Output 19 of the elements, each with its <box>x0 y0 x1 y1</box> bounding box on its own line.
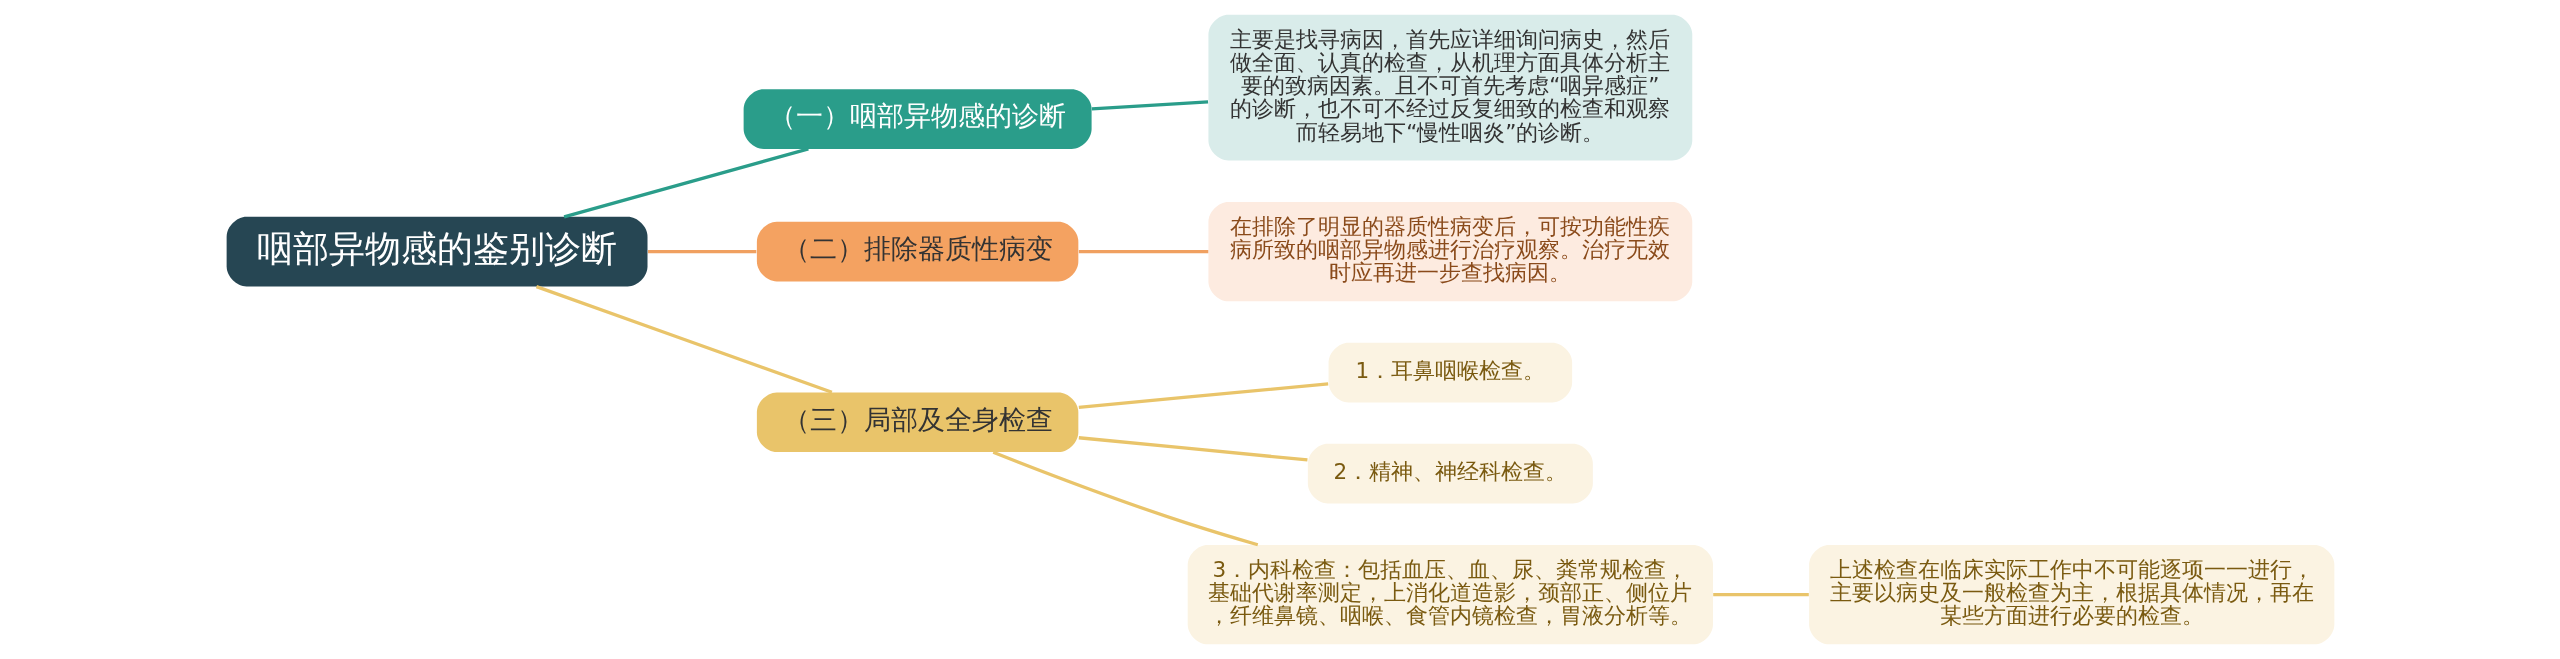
connector <box>647 249 756 254</box>
node-box: （二）排除器质性病变 <box>756 221 1078 282</box>
connector <box>1712 592 1809 597</box>
node-box: （三）局部及全身检查 <box>756 392 1078 453</box>
connector <box>992 450 1258 547</box>
connector <box>563 147 809 219</box>
node-box: 主要是找寻病因，首先应详细询问病史，然后做全面、认真的检查，从机理方面具体分析主要的致病因素。且不可首先考虑“咽异感症”的诊断，也不可不经过反复细致的检查和观察而轻易地下“慢性咽炎”的诊断。 <box>1207 14 1692 161</box>
node-box: 咽部异物感的鉴别诊断 <box>226 216 647 287</box>
node-box: 在排除了明显的器质性病变后，可按功能性疾病所致的咽部异物感进行治疗观察。治疗无效时应再进一步查找病因。 <box>1207 201 1692 302</box>
node-box: 3．内科检查：包括血压、血、尿、粪常规检查，基础代谢率测定，上消化道造影，颈部正、侧位片，纤维鼻镜、咽喉、食管内镜检查，胃液分析等。 <box>1187 544 1713 645</box>
connector <box>1078 249 1208 254</box>
node-box: 1．耳鼻咽喉检查。 <box>1328 342 1572 403</box>
connector <box>535 285 832 394</box>
connector <box>1078 436 1308 462</box>
node-box: （一）咽部异物感的诊断 <box>743 89 1092 149</box>
node-box: 上述检查在临床实际工作中不可能逐项一一进行，主要以病史及一般检查为主，根据具体情况，再在某些方面进行必要的检查。 <box>1808 544 2334 645</box>
node-box: 2．精神、神经科检查。 <box>1307 443 1593 504</box>
connector <box>1091 100 1208 111</box>
connector <box>1078 382 1328 409</box>
